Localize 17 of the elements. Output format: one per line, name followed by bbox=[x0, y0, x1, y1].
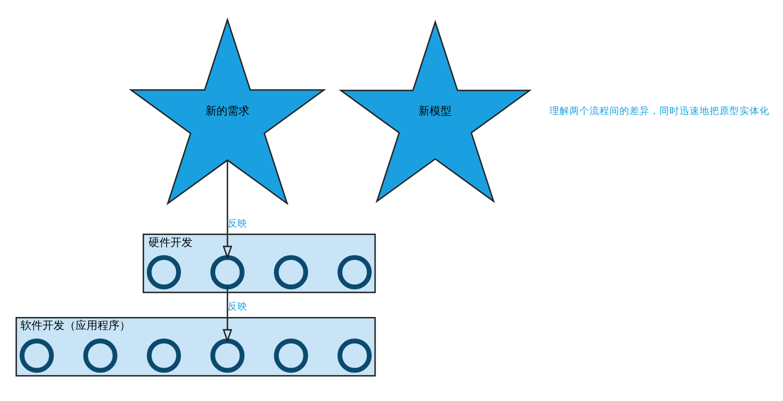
arrow bbox=[222, 287, 232, 343]
node-circle bbox=[338, 338, 372, 373]
arrow bbox=[222, 160, 232, 260]
cluster: 软件开发（应用程序） bbox=[16, 317, 376, 376]
label: 理解两个流程间的差异，同时迅速地把原型实体化 bbox=[549, 106, 770, 118]
node-circle bbox=[83, 338, 118, 373]
edge-label: 反映 bbox=[227, 302, 248, 313]
node-circle bbox=[146, 255, 181, 290]
node-circle bbox=[146, 338, 181, 373]
node-circle bbox=[338, 255, 372, 290]
edge-label: 反映 bbox=[227, 218, 248, 230]
node-circle bbox=[274, 338, 308, 373]
cluster: 硬件开发 bbox=[142, 234, 376, 294]
node-circle bbox=[20, 338, 54, 373]
node-circle bbox=[210, 255, 245, 290]
node-circle bbox=[274, 255, 308, 290]
node-circle bbox=[210, 338, 245, 373]
